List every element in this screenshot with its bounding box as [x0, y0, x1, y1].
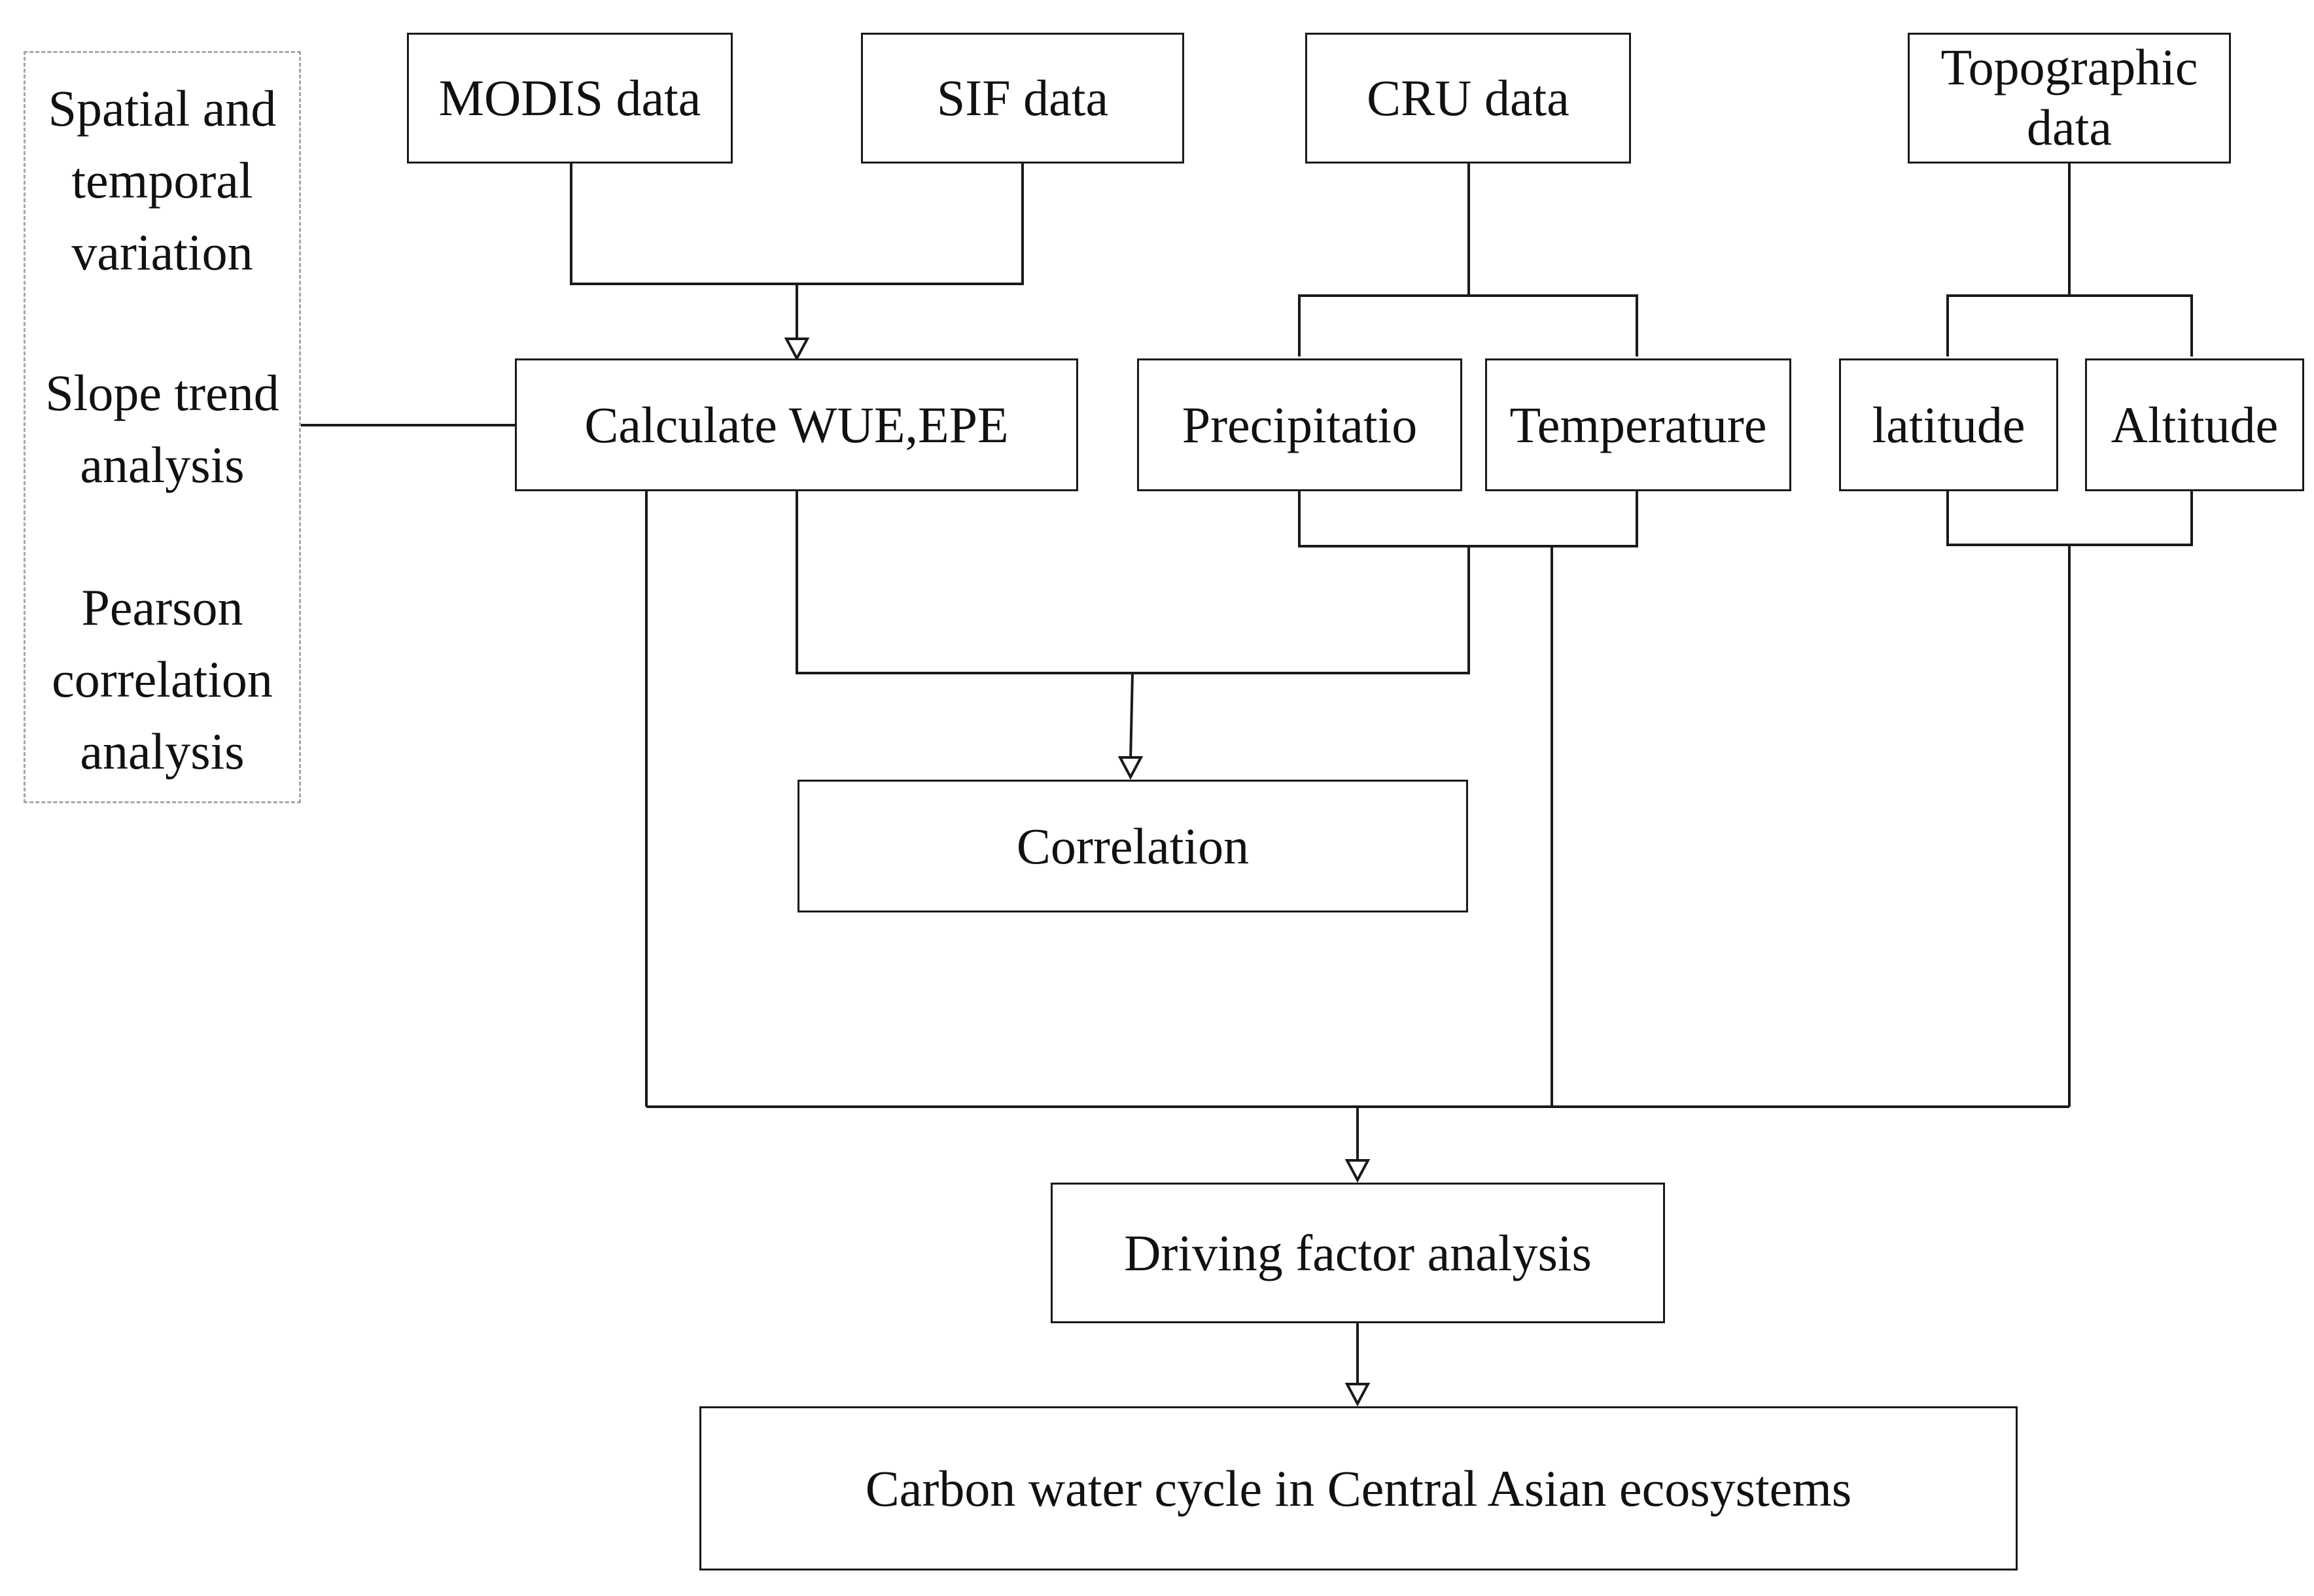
temperature-box: Temperature: [1485, 358, 1791, 491]
calculate-wue-epe-label: Calculate WUE,EPE: [584, 396, 1009, 453]
sif-data-label: SIF data: [936, 69, 1109, 127]
topographic-data-box: Topographic data: [1908, 33, 2231, 164]
temperature-label: Temperature: [1509, 396, 1767, 453]
topographic-data-label-line1: Topographic: [1940, 39, 2198, 95]
calculate-wue-epe-box: Calculate WUE,EPE: [515, 358, 1078, 491]
driving-factor-box: Driving factor analysis: [1051, 1183, 1665, 1323]
methods-panel: Spatial and temporal variation Slope tre…: [24, 51, 301, 803]
correlation-box: Correlation: [798, 780, 1468, 912]
correlation-label: Correlation: [1016, 817, 1250, 875]
precipitation-label: Precipitatio: [1182, 396, 1418, 453]
carbon-water-cycle-box: Carbon water cycle in Central Asian ecos…: [699, 1406, 2018, 1570]
latitude-box: latitude: [1839, 358, 2058, 491]
arrowhead-to-carbon: [1344, 1383, 1371, 1407]
cru-data-box: CRU data: [1305, 33, 1631, 164]
precipitation-box: Precipitatio: [1137, 358, 1462, 491]
altitude-label: Altitude: [2111, 396, 2279, 453]
arrowhead-to-driving: [1344, 1159, 1371, 1183]
arrowhead-to-calculate: [784, 338, 810, 362]
sif-data-box: SIF data: [861, 33, 1184, 164]
driving-factor-label: Driving factor analysis: [1124, 1224, 1592, 1281]
method-slope-trend: Slope trend analysis: [45, 364, 279, 493]
cru-data-label: CRU data: [1367, 69, 1569, 127]
modis-data-label: MODIS data: [438, 69, 701, 127]
method-spatial-temporal: Spatial and temporal variation: [48, 80, 277, 281]
carbon-water-cycle-label: Carbon water cycle in Central Asian ecos…: [865, 1459, 1852, 1517]
latitude-label: latitude: [1872, 396, 2025, 453]
modis-data-box: MODIS data: [407, 33, 733, 164]
arrowhead-to-correlation: [1117, 756, 1144, 780]
topographic-data-label-line2: data: [2027, 99, 2112, 156]
altitude-box: Altitude: [2085, 358, 2304, 491]
method-pearson: Pearson correlation analysis: [52, 579, 273, 780]
